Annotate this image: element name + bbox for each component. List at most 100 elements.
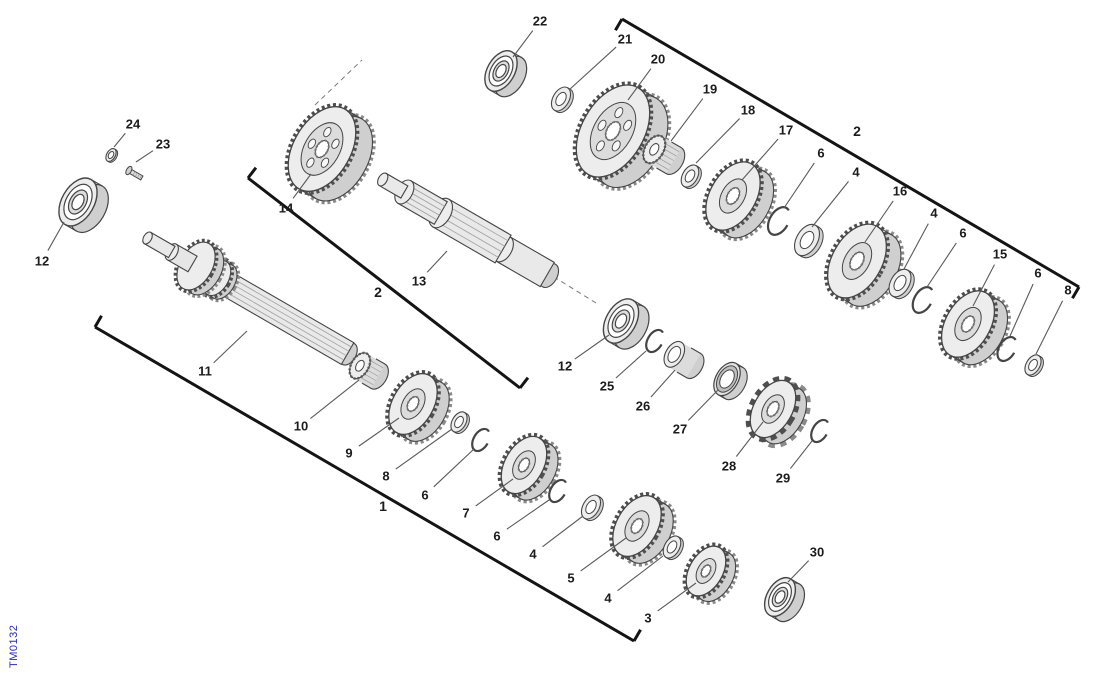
part-5-gear <box>609 492 677 567</box>
callout-5: 5 <box>567 571 574 586</box>
bracket-label-1: 1 <box>379 498 387 514</box>
leader-20 <box>627 68 652 101</box>
callout-14: 14 <box>279 201 294 216</box>
callout-23: 23 <box>156 137 170 152</box>
part-25-circlip <box>645 328 665 354</box>
part-4-washer <box>888 268 915 300</box>
leader-28 <box>735 421 764 457</box>
part-17-gear <box>702 158 777 242</box>
part-4-washer <box>793 223 824 259</box>
leader-12 <box>574 334 610 360</box>
leader-17 <box>741 138 779 181</box>
callout-4: 4 <box>529 547 537 562</box>
part-4-washer <box>662 535 684 561</box>
callout-4: 4 <box>852 165 860 180</box>
leader-6 <box>783 162 815 209</box>
leader-6 <box>926 242 957 288</box>
leader-6 <box>433 448 475 488</box>
leader-25 <box>615 350 647 379</box>
leader-24 <box>113 132 126 148</box>
part-10-spline <box>348 351 389 390</box>
part-22-bearing <box>484 50 528 98</box>
part-8-washer <box>450 411 470 434</box>
callout-7: 7 <box>462 506 469 521</box>
part-6-circlip <box>911 286 935 314</box>
leader-4 <box>811 181 849 228</box>
callout-26: 26 <box>636 399 650 414</box>
part-15-gear <box>937 287 1011 369</box>
part-13-shaft13 <box>377 172 560 289</box>
leader-8 <box>1035 300 1064 355</box>
leader-3 <box>657 582 697 612</box>
part-8-washer <box>1024 354 1044 377</box>
group-brackets: 221 <box>93 17 1081 643</box>
leader-5 <box>580 537 627 572</box>
leader-27 <box>687 389 719 421</box>
leader-22 <box>512 30 534 58</box>
leader-4 <box>542 515 584 548</box>
leader-10 <box>310 379 360 419</box>
part-24-washer <box>105 148 119 163</box>
part-26-bushing <box>663 340 705 380</box>
callout-6: 6 <box>959 226 966 241</box>
part-4-washer <box>580 494 604 522</box>
callout-28: 28 <box>722 459 736 474</box>
callout-17: 17 <box>779 123 793 138</box>
leader-15 <box>972 264 995 307</box>
leader-23 <box>135 150 154 163</box>
bracket-label-2: 2 <box>853 123 861 139</box>
leader-14 <box>292 173 312 199</box>
callouts: 2221201918176416461568242312141311109867… <box>35 14 1072 626</box>
leader-12 <box>47 221 65 251</box>
callout-13: 13 <box>412 274 426 289</box>
leader-26 <box>650 369 676 398</box>
leader-18 <box>695 118 740 164</box>
part-27-seal <box>713 361 748 401</box>
callout-22: 22 <box>533 14 547 29</box>
part-9-gear <box>385 370 453 445</box>
leader-4 <box>903 223 929 270</box>
part-6-circlip <box>548 478 568 504</box>
callout-21: 21 <box>618 32 632 47</box>
part-23-bolt <box>125 165 144 181</box>
part-14-gear <box>284 103 376 205</box>
group-bracket-2: 2 <box>246 166 530 390</box>
leader-13 <box>426 250 448 273</box>
dashed-line <box>314 59 363 106</box>
callout-4: 4 <box>604 591 612 606</box>
leader-11 <box>213 330 248 364</box>
callout-3: 3 <box>644 611 651 626</box>
part-7-gear <box>497 432 562 504</box>
part-6-circlip <box>996 335 1018 363</box>
callout-4: 4 <box>930 206 938 221</box>
bracket-label-2: 2 <box>374 284 382 300</box>
part-16-gear <box>824 220 905 310</box>
callout-6: 6 <box>1034 266 1041 281</box>
part-3-gear <box>682 542 739 605</box>
callout-6: 6 <box>421 488 428 503</box>
drawing-code: TM0132 <box>8 624 20 668</box>
part-12-bearing <box>602 298 650 350</box>
leader-29 <box>789 440 813 469</box>
part-11-shaft11 <box>142 231 358 366</box>
leader-6 <box>1009 283 1034 337</box>
leader-6 <box>506 499 550 530</box>
callout-6: 6 <box>817 146 824 161</box>
callout-20: 20 <box>651 52 665 67</box>
callout-25: 25 <box>600 379 614 394</box>
part-6-circlip <box>471 427 491 453</box>
callout-10: 10 <box>294 419 308 434</box>
part-29-circlip <box>810 418 830 444</box>
leader-30 <box>787 560 810 583</box>
callout-8: 8 <box>1064 283 1071 298</box>
callout-8: 8 <box>382 469 389 484</box>
callout-24: 24 <box>126 117 141 132</box>
leader-8 <box>395 428 453 470</box>
callout-15: 15 <box>993 247 1007 262</box>
callout-30: 30 <box>810 545 824 560</box>
part-21-washer <box>550 86 574 114</box>
part-20-gear <box>572 81 672 191</box>
callout-18: 18 <box>741 103 755 118</box>
callout-16: 16 <box>893 184 907 199</box>
